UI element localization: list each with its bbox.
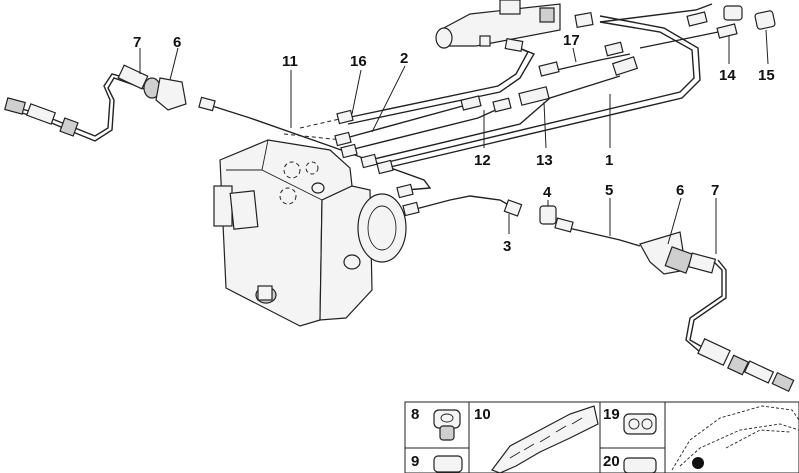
brake-pipes bbox=[205, 3, 729, 247]
callout-6b: 6 bbox=[676, 182, 684, 199]
callout-13: 13 bbox=[536, 152, 553, 169]
callout-11: 11 bbox=[282, 53, 298, 70]
front-left-brake-hose bbox=[4, 64, 187, 142]
inset-label-9: 9 bbox=[411, 453, 419, 470]
clip-19-part bbox=[623, 413, 657, 435]
callout-14: 14 bbox=[719, 67, 736, 84]
callout-3: 3 bbox=[503, 238, 511, 255]
callout-numbers: 7 6 11 16 2 17 14 15 12 13 1 4 5 6 7 3 bbox=[133, 32, 775, 255]
callout-2: 2 bbox=[400, 50, 408, 67]
callout-12: 12 bbox=[474, 152, 491, 169]
bracket-6a bbox=[155, 77, 187, 111]
callout-5: 5 bbox=[605, 182, 613, 199]
clip-8-part bbox=[433, 409, 461, 441]
location-dot bbox=[692, 457, 704, 469]
leader-lines bbox=[139, 29, 769, 254]
callout-1: 1 bbox=[605, 152, 613, 169]
callout-17: 17 bbox=[563, 32, 580, 49]
inset-label-19: 19 bbox=[603, 406, 620, 423]
inset-label-20: 20 bbox=[603, 453, 620, 470]
callout-7: 7 bbox=[133, 34, 141, 51]
vehicle-location-icon bbox=[671, 405, 799, 471]
holder-strip-10-part bbox=[491, 405, 599, 473]
master-cylinder bbox=[435, 0, 561, 49]
clip-9-part bbox=[433, 455, 463, 473]
nut-4 bbox=[539, 205, 557, 225]
clip-20-part bbox=[623, 457, 657, 473]
abs-hydraulic-unit bbox=[213, 139, 407, 327]
callout-4: 4 bbox=[543, 184, 552, 201]
callout-6: 6 bbox=[173, 34, 181, 51]
callout-16: 16 bbox=[350, 53, 367, 70]
callout-15: 15 bbox=[758, 67, 775, 84]
front-right-brake-hose bbox=[639, 231, 795, 393]
inset-label-10: 10 bbox=[474, 406, 491, 423]
inset-label-8: 8 bbox=[411, 406, 419, 423]
pipe-fittings bbox=[198, 5, 776, 233]
inset-parts-panel: 8 10 19 9 20 bbox=[404, 401, 799, 473]
callout-7b: 7 bbox=[711, 182, 719, 199]
